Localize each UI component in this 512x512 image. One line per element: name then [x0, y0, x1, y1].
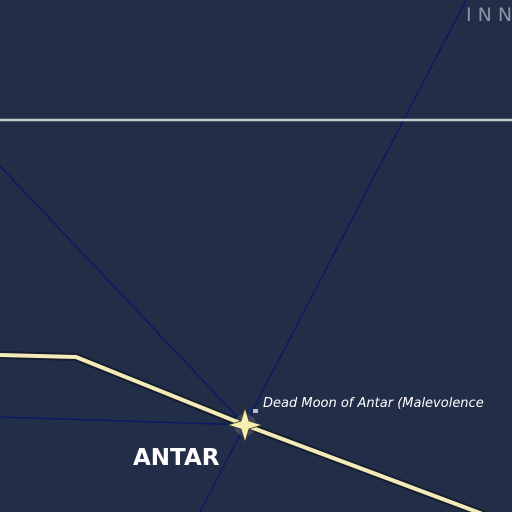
poi-label[interactable]: Dead Moon of Antar (Malevolence: [263, 396, 484, 411]
poi-marker-icon[interactable]: [253, 409, 258, 413]
trade-route[interactable]: [0, 353, 512, 512]
jump-lane[interactable]: [0, 416, 246, 426]
star-system-antar[interactable]: [226, 406, 264, 444]
jump-lane[interactable]: [244, 0, 467, 426]
jump-lane[interactable]: [0, 165, 246, 426]
jump-lane[interactable]: [199, 424, 246, 512]
system-label[interactable]: ANTAR: [133, 445, 220, 471]
region-label: INN: [466, 4, 512, 26]
four-point-star-icon[interactable]: [226, 406, 264, 444]
